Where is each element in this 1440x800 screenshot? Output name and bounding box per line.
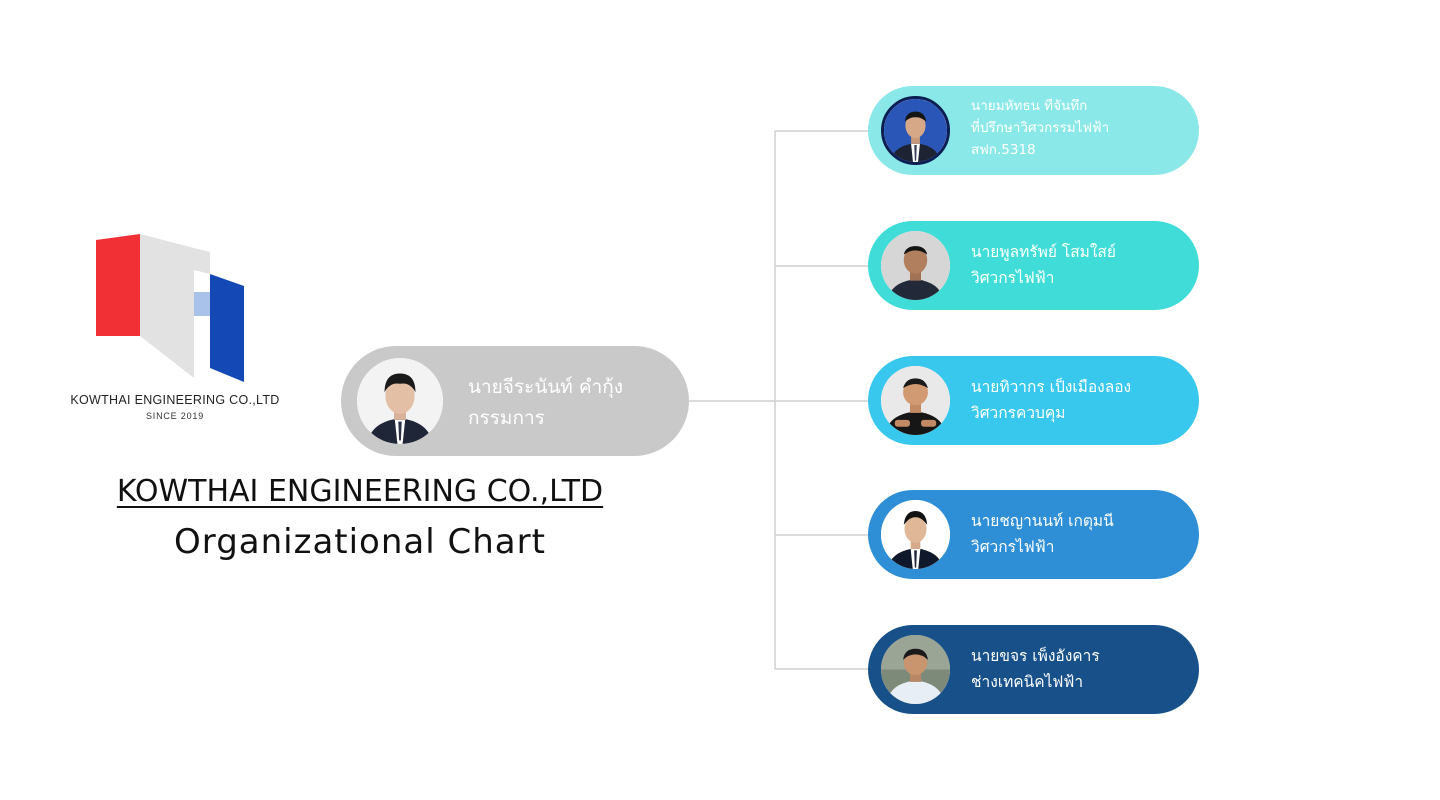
member-role-3: วิศวกรควบคุม [971, 400, 1131, 426]
member-node-2[interactable]: นายพูลทรัพย์ โสมใสย์ วิศวกรไฟฟ้า [868, 221, 1199, 310]
member-role-2: วิศวกรไฟฟ้า [971, 265, 1116, 291]
director-node[interactable]: นายจีระนันท์ คำกุ้ง กรรมการ [341, 346, 689, 456]
member-name-3: นายทิวากร เป็งเมืองลอง [971, 374, 1131, 400]
director-avatar [357, 358, 443, 444]
member-text-3: นายทิวากร เป็งเมืองลอง วิศวกรควบคุม [971, 374, 1131, 426]
member-name-1: นายมหัทธน ทีจันทึก [971, 95, 1109, 117]
member-role-1: ที่ปรึกษาวิศวกรรมไฟฟ้า [971, 117, 1109, 139]
director-name: นายจีระนันท์ คำกุ้ง [468, 372, 623, 403]
member-node-1[interactable]: นายมหัทธน ทีจันทึก ที่ปรึกษาวิศวกรรมไฟฟ้… [868, 86, 1199, 175]
member-role-4: วิศวกรไฟฟ้า [971, 534, 1114, 560]
member-avatar-5 [881, 635, 950, 704]
director-text: นายจีระนันท์ คำกุ้ง กรรมการ [468, 372, 623, 434]
member-avatar-4 [881, 500, 950, 569]
member-text-5: นายขจร เพ็งอังคาร ช่างเทคนิคไฟฟ้า [971, 643, 1100, 695]
director-role: กรรมการ [468, 403, 623, 434]
member-license-1: สฟก.5318 [971, 139, 1109, 161]
member-avatar-1 [881, 96, 950, 165]
member-name-2: นายพูลทรัพย์ โสมใสย์ [971, 239, 1116, 265]
member-node-3[interactable]: นายทิวากร เป็งเมืองลอง วิศวกรควบคุม [868, 356, 1199, 445]
member-name-5: นายขจร เพ็งอังคาร [971, 643, 1100, 669]
member-text-4: นายชญานนท์ เกตุมนี วิศวกรไฟฟ้า [971, 508, 1114, 560]
member-node-5[interactable]: นายขจร เพ็งอังคาร ช่างเทคนิคไฟฟ้า [868, 625, 1199, 714]
member-text-1: นายมหัทธน ทีจันทึก ที่ปรึกษาวิศวกรรมไฟฟ้… [971, 95, 1109, 161]
member-role-5: ช่างเทคนิคไฟฟ้า [971, 669, 1100, 695]
member-avatar-2 [881, 231, 950, 300]
member-name-4: นายชญานนท์ เกตุมนี [971, 508, 1114, 534]
member-avatar-3 [881, 366, 950, 435]
member-text-2: นายพูลทรัพย์ โสมใสย์ วิศวกรไฟฟ้า [971, 239, 1116, 291]
member-node-4[interactable]: นายชญานนท์ เกตุมนี วิศวกรไฟฟ้า [868, 490, 1199, 579]
